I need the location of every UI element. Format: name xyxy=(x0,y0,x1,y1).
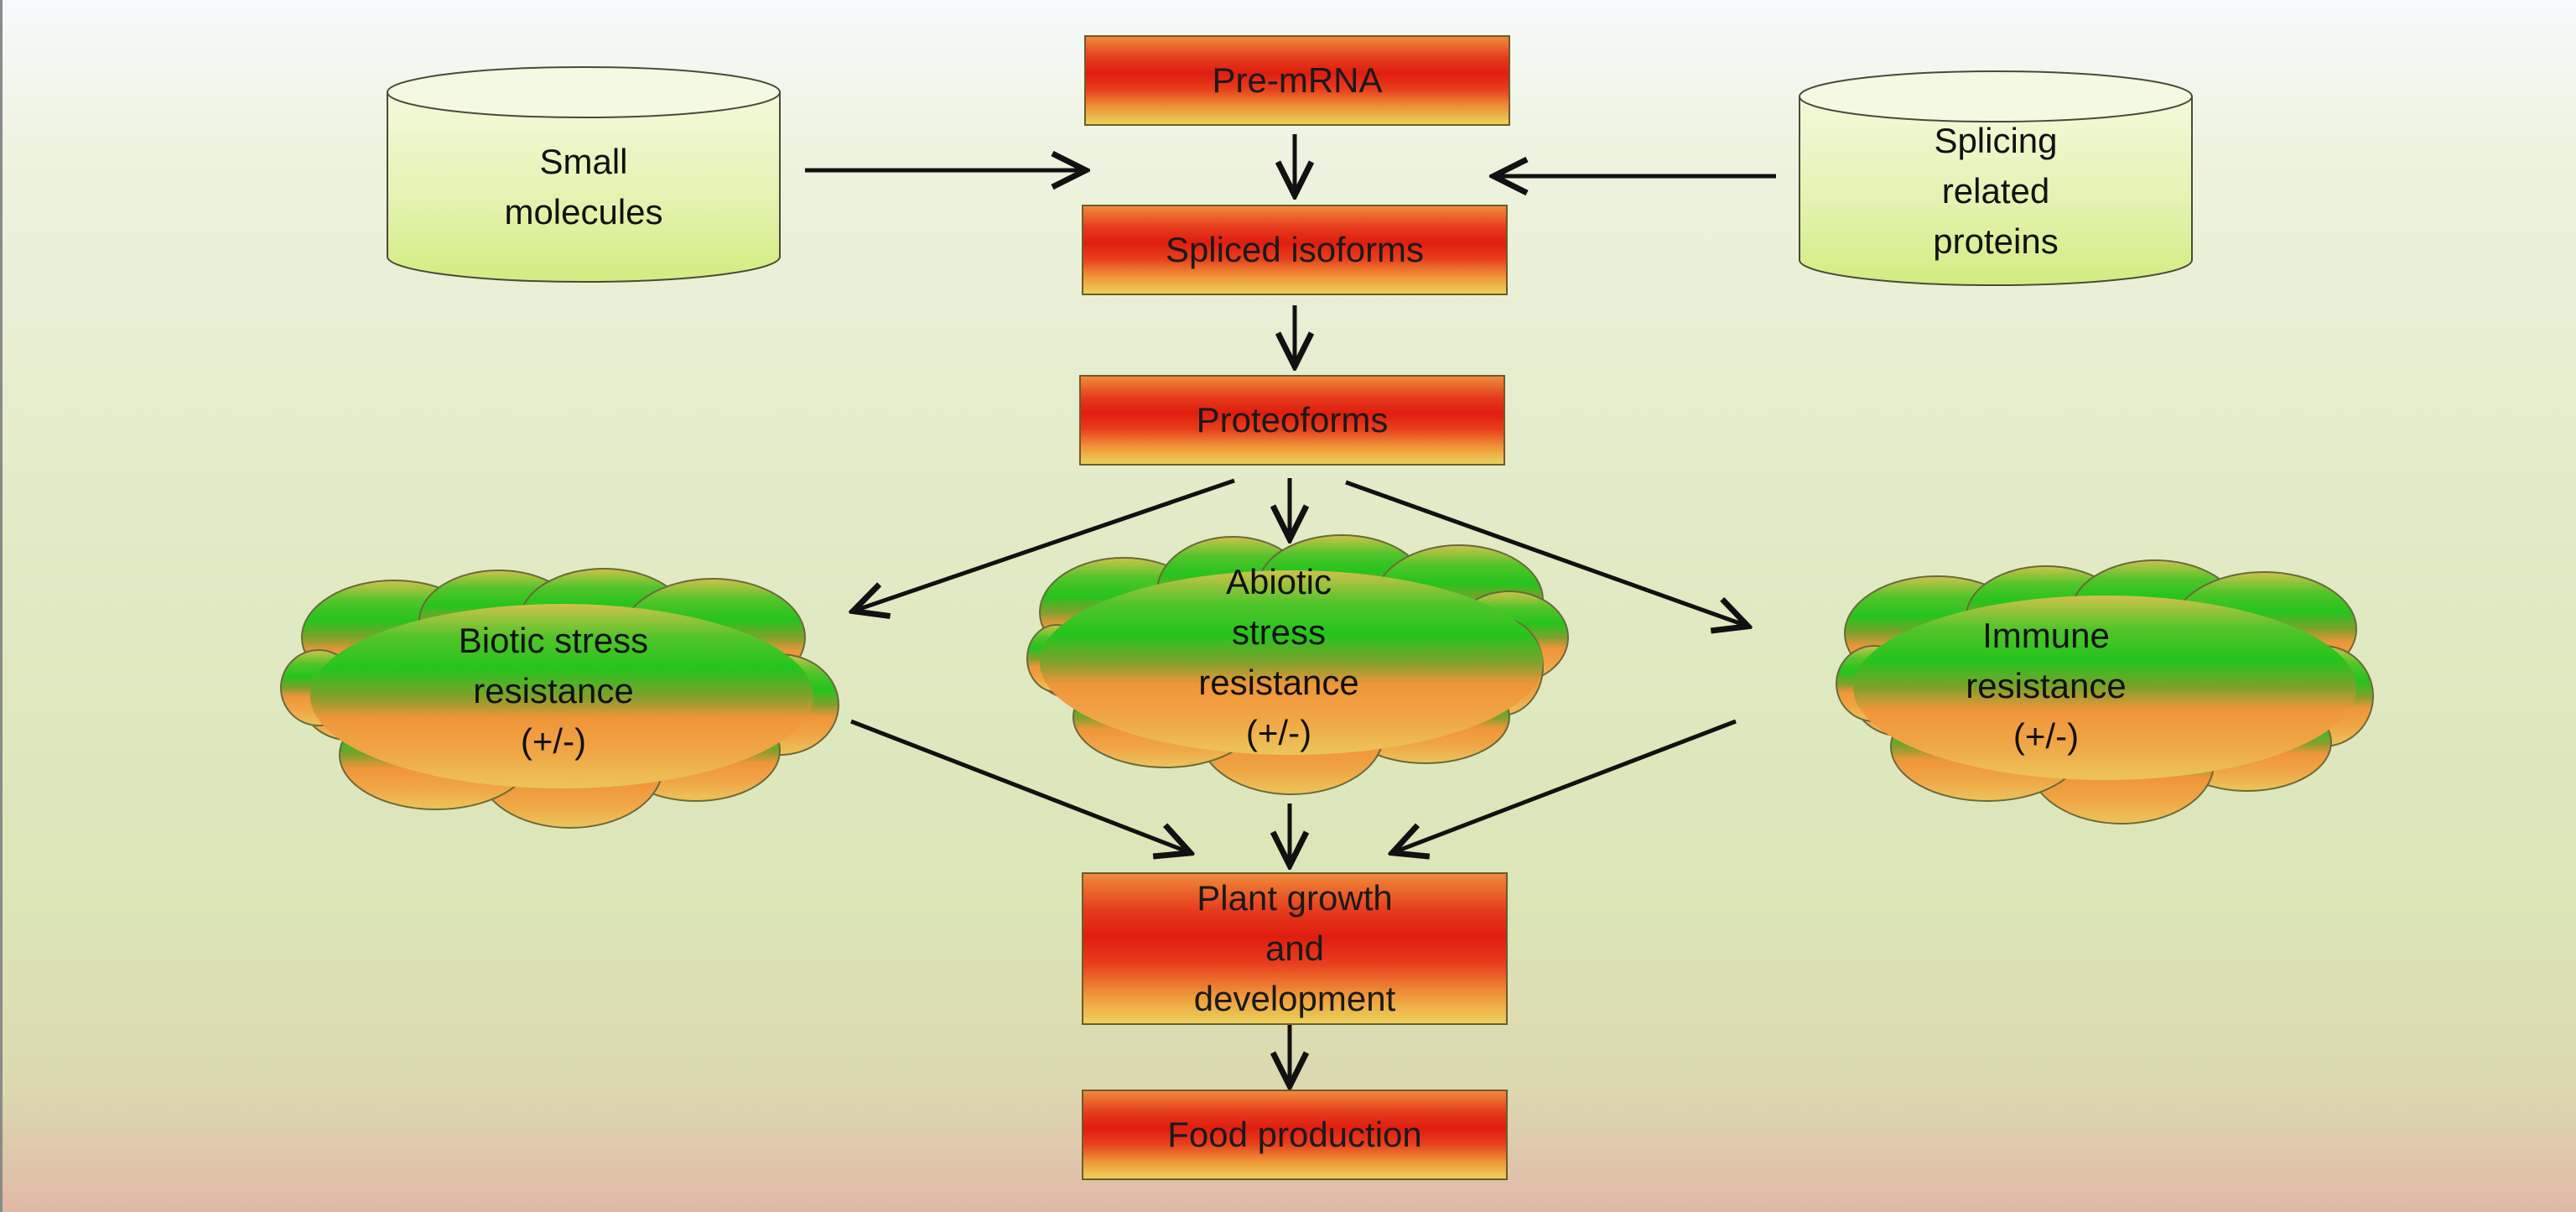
cloud-biotic xyxy=(280,568,839,829)
arrow-proteoforms-to-immune xyxy=(1345,480,1744,625)
arrow-proteoforms-to-biotic xyxy=(857,478,1235,610)
node-pre-mrna: Pre-mRNA xyxy=(1084,35,1510,126)
label-abiotic: Abiotic stress resistance (+/-) xyxy=(1198,562,1359,752)
node-proteoforms: Proteoforms xyxy=(1079,375,1505,466)
cylinder-splicing-proteins xyxy=(1799,70,2193,286)
label-immune: Immune resistance (+/-) xyxy=(1966,616,2127,756)
arrow-biotic-to-growth xyxy=(850,719,1187,851)
arrow-immune-to-growth xyxy=(1396,719,1737,851)
cloud-abiotic xyxy=(1026,534,1569,795)
label-biotic: Biotic stress resistance (+/-) xyxy=(458,621,649,761)
cloud-immune xyxy=(1836,559,2374,824)
left-border xyxy=(0,0,3,1212)
label-small-molecules: Small molecules xyxy=(504,142,663,231)
label-splicing-proteins: Splicing related proteins xyxy=(1933,121,2059,261)
node-plant-growth: Plant growth and development xyxy=(1082,872,1508,1025)
node-spliced-isoforms: Spliced isoforms xyxy=(1082,205,1508,295)
cylinder-small-molecules xyxy=(387,66,781,283)
node-food-production: Food production xyxy=(1082,1090,1508,1180)
